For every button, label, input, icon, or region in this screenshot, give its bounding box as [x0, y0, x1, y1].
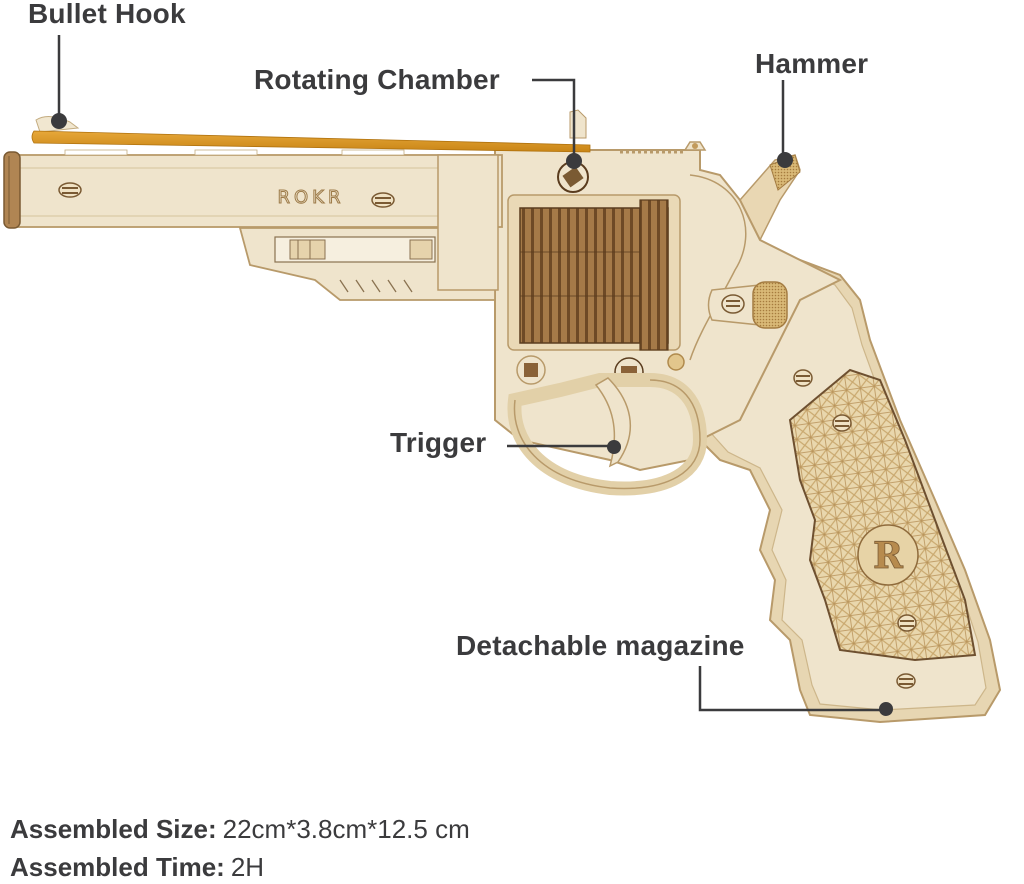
label-detachable-magazine: Detachable magazine: [456, 630, 745, 661]
rubber-band: [31, 109, 591, 153]
label-hammer: Hammer: [755, 48, 869, 79]
spec-key: Assembled Size:: [10, 814, 217, 844]
svg-text:ROKR: ROKR: [278, 187, 345, 208]
spec-assembled-size: Assembled Size:22cm*3.8cm*12.5 cm: [10, 816, 470, 842]
spec-key: Assembled Time:: [10, 852, 225, 882]
callout-dots: [51, 113, 893, 716]
callout-lines: [57, 35, 884, 712]
label-trigger: Trigger: [390, 427, 487, 458]
svg-text:R: R: [873, 535, 904, 577]
spec-value: 2H: [230, 852, 265, 882]
label-bullet-hook: Bullet Hook: [28, 0, 186, 29]
barrel: ROKR: [3, 149, 503, 301]
spec-value: 22cm*3.8cm*12.5 cm: [222, 814, 470, 844]
trigger: [594, 377, 632, 468]
trigger-assembly: [507, 373, 708, 496]
label-rotating-chamber: Rotating Chamber: [254, 64, 500, 95]
spec-assembled-time: Assembled Time:2H: [10, 854, 264, 880]
